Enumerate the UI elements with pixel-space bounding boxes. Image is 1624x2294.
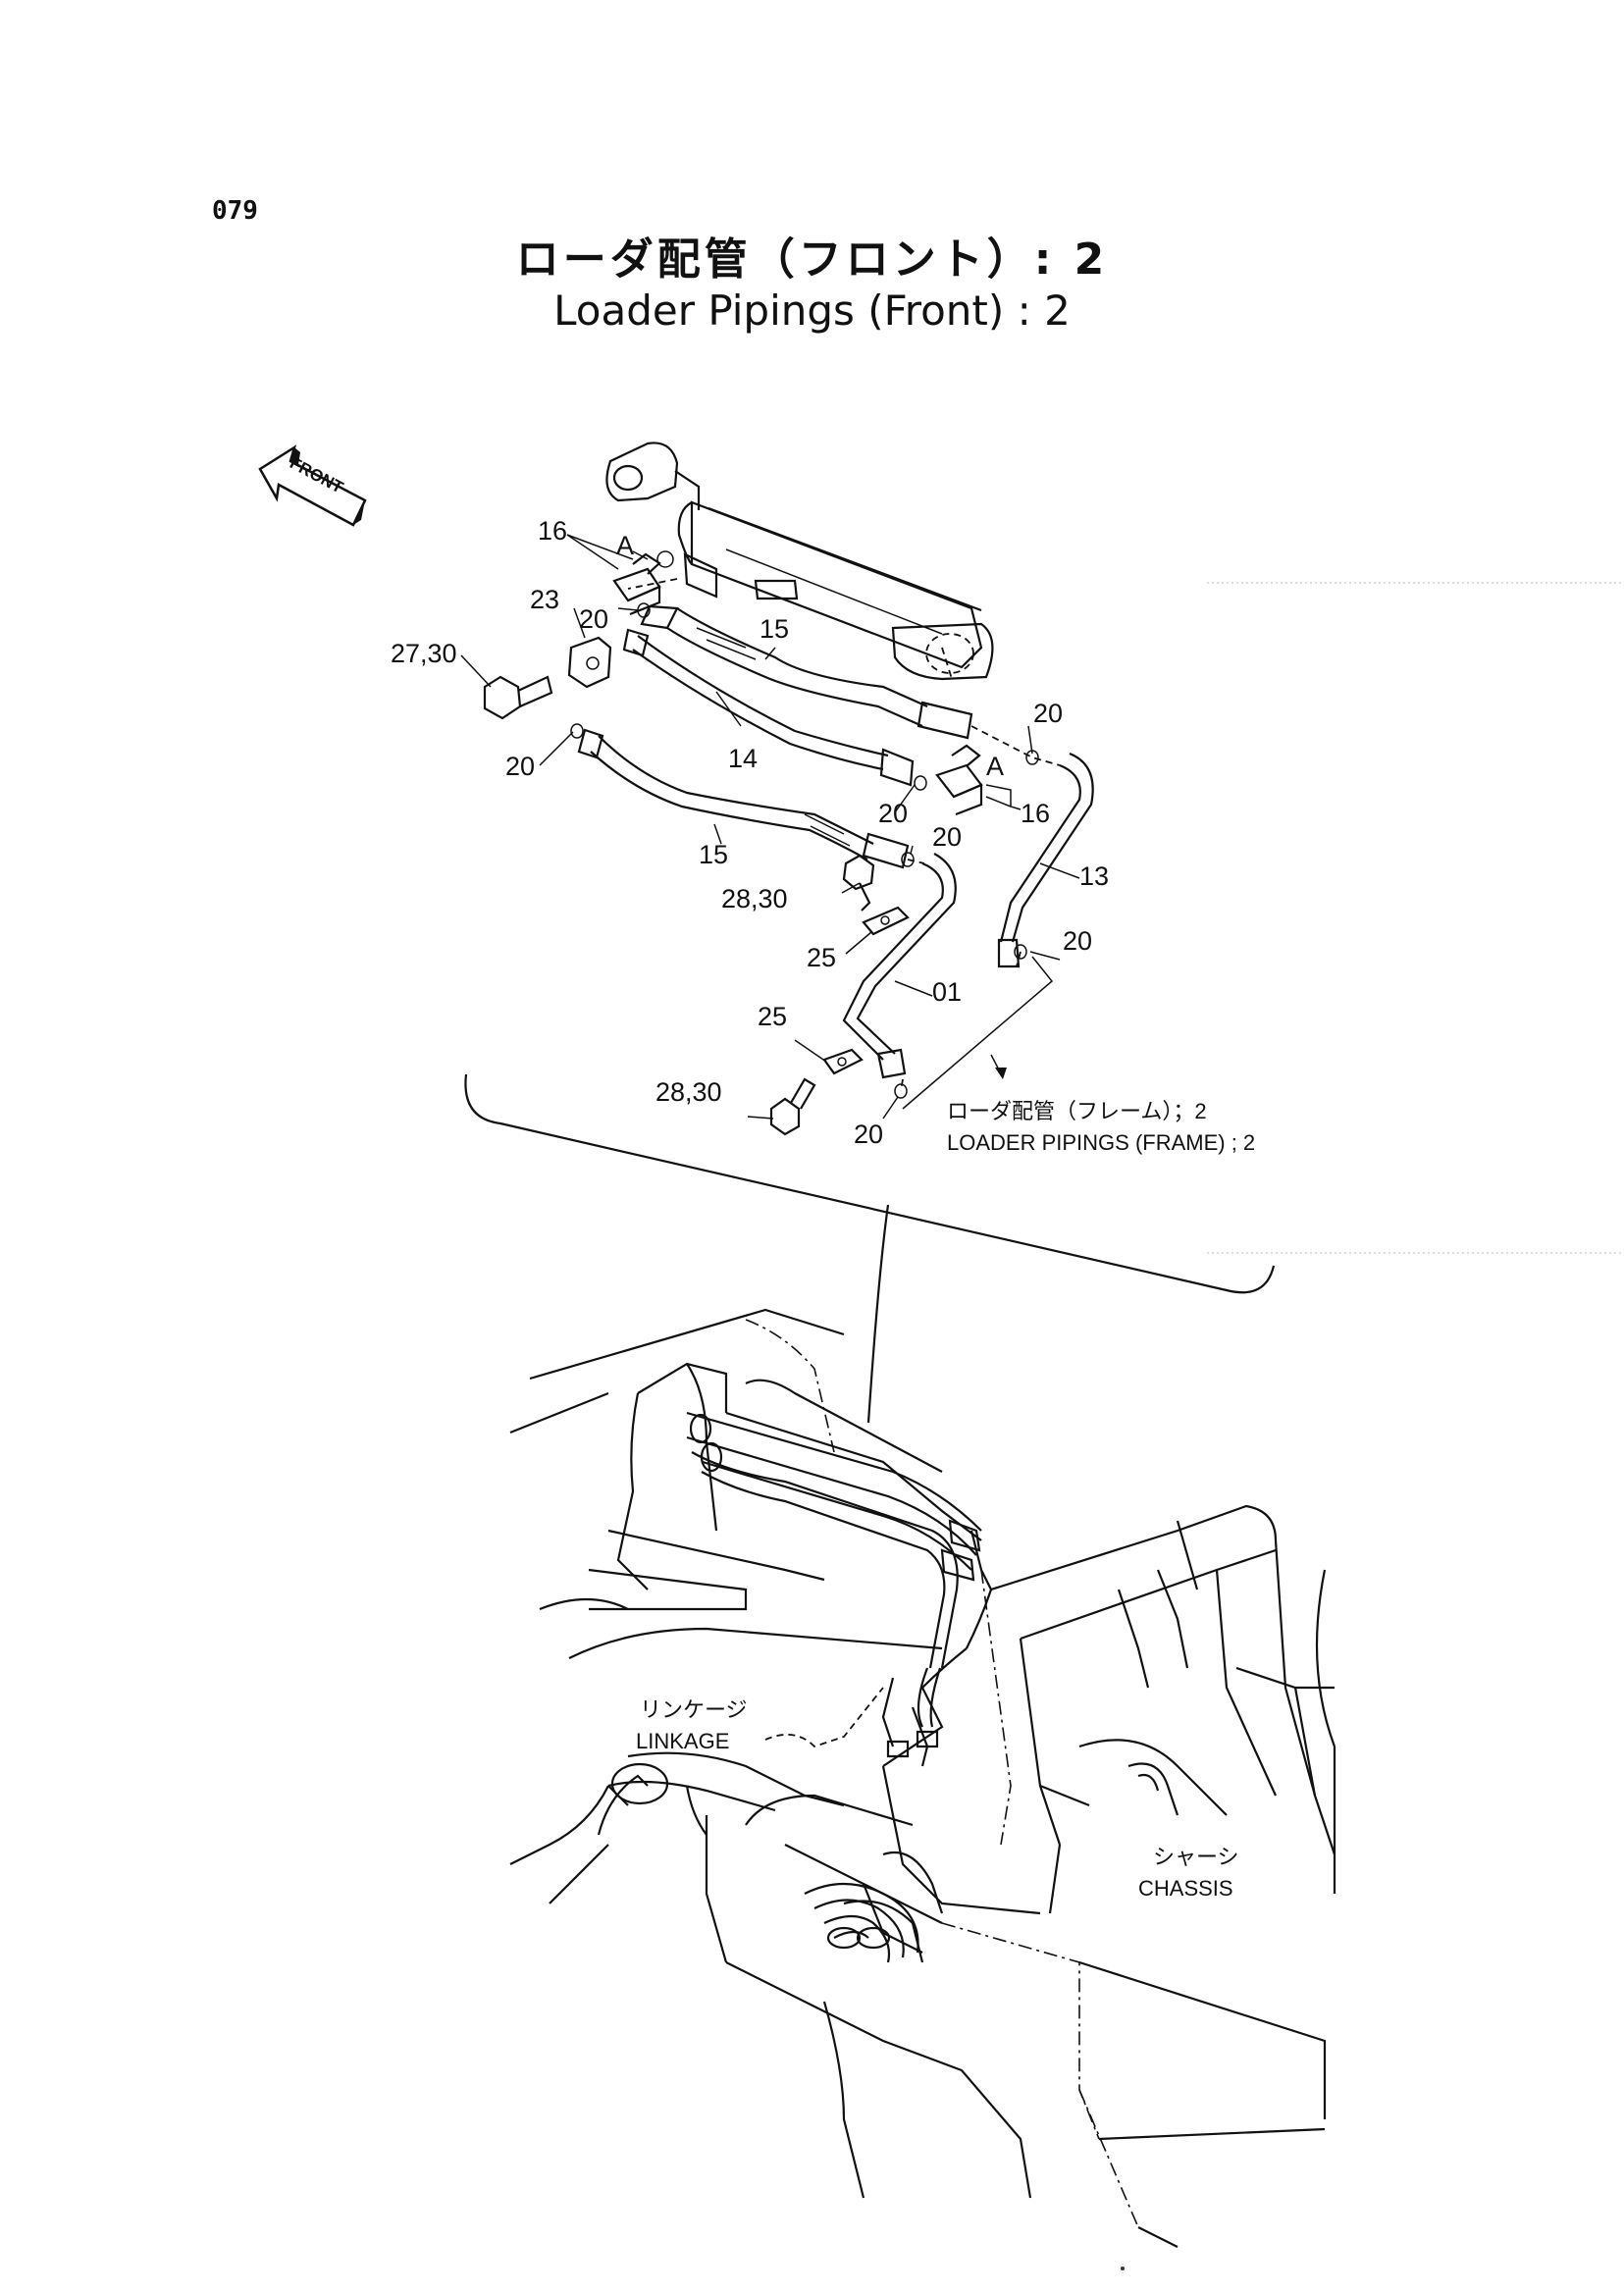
boom-cylinder: [605, 442, 994, 681]
linkage-leader: [764, 1687, 884, 1748]
part-label-25: 25: [758, 1002, 787, 1031]
reference-note-en: LOADER PIPINGS (FRAME) ; 2: [947, 1130, 1255, 1155]
overview-pipings: [691, 1451, 1179, 1963]
part-label-23: 23: [530, 585, 559, 614]
elbow-fitting-16-upper: [612, 550, 674, 616]
part-label-20: 20: [878, 799, 908, 828]
part-label-20: 20: [505, 752, 535, 781]
bolt-27-30: [483, 675, 553, 720]
reference-note-jp: ローダ配管（フレーム）；2: [947, 1099, 1207, 1123]
part-label-01: 01: [932, 977, 962, 1007]
hose-15-upper: [640, 604, 973, 740]
part-label-A: A: [986, 752, 1004, 781]
part-label-20: 20: [1063, 926, 1092, 956]
chassis-label-jp: シャーシ: [1153, 1845, 1239, 1869]
page-number: 079: [212, 196, 258, 226]
pipe-01: [842, 853, 957, 1079]
part-label-28-30: 28,30: [655, 1077, 722, 1107]
part-label-A: A: [616, 531, 634, 560]
part-label-27-30: 27,30: [391, 639, 457, 668]
bolt-28-30-lower: [769, 1077, 816, 1136]
part-label-14: 14: [728, 744, 758, 773]
part-label-15: 15: [699, 840, 728, 869]
part-label-20: 20: [932, 822, 962, 852]
leader-lines: [460, 534, 1080, 1120]
part-label-28-30: 28,30: [721, 884, 788, 913]
part-label-16: 16: [538, 516, 567, 546]
pipe-13: [997, 752, 1094, 968]
clamp-25-upper: [862, 906, 910, 936]
detail-callout-outline: [464, 1073, 1276, 1294]
chassis-label-en: CHASSIS: [1138, 1876, 1233, 1901]
linkage-label-jp: リンケージ: [640, 1697, 748, 1722]
part-label-20: 20: [1033, 699, 1063, 728]
title-english: Loader Pipings (Front) : 2: [553, 287, 1071, 335]
part-label-25: 25: [807, 943, 836, 972]
clamp-25-lower: [822, 1048, 864, 1075]
part-label-20: 20: [854, 1120, 883, 1149]
clamp-23: [567, 636, 612, 689]
title-japanese: ローダ配管（フロント）: 2: [515, 235, 1109, 285]
part-label-15: 15: [760, 614, 789, 644]
detail-callout-pointer: [866, 1204, 890, 1424]
pipe-14: [622, 628, 915, 787]
linkage-label-en: LINKAGE: [636, 1729, 729, 1753]
o-ring-20-set: [570, 602, 1039, 1099]
machine-front-frame: [509, 1308, 1336, 2248]
hose-15-lower: [577, 728, 910, 869]
front-arrow-icon: FRONT: [258, 444, 367, 527]
bolt-28-30-upper: [842, 854, 875, 912]
part-label-20: 20: [579, 604, 608, 634]
chassis-leader: [1315, 1569, 1336, 1747]
part-label-13: 13: [1079, 861, 1109, 891]
elbow-fitting-16-lower: [935, 744, 983, 816]
part-label-16: 16: [1021, 799, 1050, 828]
